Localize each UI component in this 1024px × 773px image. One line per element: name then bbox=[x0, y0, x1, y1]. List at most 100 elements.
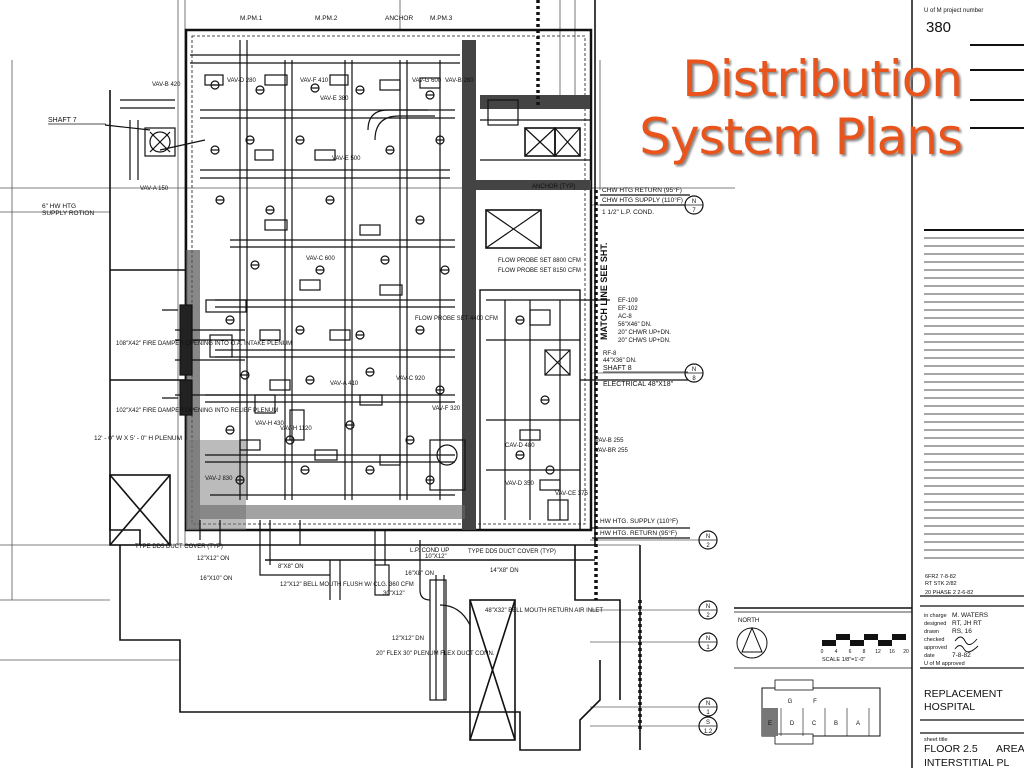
equip-label-7: 44"X36" DN. bbox=[603, 358, 637, 364]
vav-label-12: VAV-F 320 bbox=[432, 406, 461, 412]
duct-run bbox=[374, 115, 435, 141]
key-plan-area-label: A bbox=[856, 721, 860, 727]
in-charge-value: M. WATERS bbox=[952, 612, 989, 619]
drawn-label: drawn bbox=[924, 629, 939, 635]
floor-value: FLOOR 2.5 bbox=[924, 743, 978, 755]
project-number: 380 bbox=[926, 19, 951, 36]
match-line-label: MATCH LINE SEE SHT. bbox=[599, 243, 609, 340]
duct-conn-label: 20" FLEX 30" PLENUM FLEX DUCT CONN. bbox=[376, 651, 495, 657]
scale-tick-label: 20 bbox=[903, 649, 909, 655]
vav-box bbox=[419, 77, 441, 89]
duct-size-3: 14"X8" DN bbox=[490, 568, 519, 574]
scale-bar-segment bbox=[864, 634, 878, 640]
vav-label-2: VAV-F 410 bbox=[300, 78, 329, 84]
duct-run bbox=[200, 109, 455, 119]
scale-tick-label: 6 bbox=[849, 649, 852, 655]
slide-title-line1: Distribution bbox=[682, 50, 963, 108]
duct-run bbox=[129, 120, 139, 180]
vav-box bbox=[359, 224, 381, 236]
top-label-2: M.PM.2 bbox=[315, 15, 338, 22]
grid-marker-top: N bbox=[706, 604, 710, 610]
key-plan-area-label: D bbox=[790, 721, 795, 727]
project-name-line2: HOSPITAL bbox=[924, 701, 975, 713]
plan-annotations: M.PM.1 M.PM.2 ANCHOR M.PM.3 SHAFT 7 6" H… bbox=[42, 15, 688, 657]
vav-label-19: CAV-D 480 bbox=[505, 443, 535, 449]
key-plan-area-label: G bbox=[788, 699, 793, 705]
key-plan-area-label: E bbox=[768, 721, 772, 727]
grid-marker-top: N bbox=[692, 367, 696, 373]
scale-bar-segment bbox=[892, 634, 906, 640]
revision-line-0: 6FR2 7-8-82 bbox=[925, 574, 956, 580]
date-value: 7-8-82 bbox=[952, 652, 971, 659]
duct-size-4: 12"X12" DN bbox=[392, 636, 424, 642]
duct-run bbox=[230, 239, 455, 248]
vav-label-6: VAV-E 500 bbox=[332, 156, 361, 162]
flow-probe-1: FLOW PROBE SET 8150 CFM bbox=[498, 268, 581, 274]
grid-marker-top: N bbox=[692, 199, 696, 205]
duct-run bbox=[329, 560, 341, 600]
duct-run bbox=[239, 40, 248, 500]
key-plan-area-label: C bbox=[812, 721, 817, 727]
scale-bar-segment bbox=[850, 640, 864, 646]
scale-bar-segment bbox=[822, 640, 836, 646]
top-label-4: M.PM.3 bbox=[430, 15, 453, 22]
grid-marker-number: 1 bbox=[706, 645, 710, 651]
scale-tick-label: 8 bbox=[863, 649, 866, 655]
equip-label-1: EF-102 bbox=[618, 306, 638, 312]
duct-run bbox=[284, 60, 293, 500]
sheet-title-label: sheet title bbox=[924, 737, 948, 743]
top-label-3: ANCHOR bbox=[385, 15, 413, 22]
flow-probe-0: FLOW PROBE SET 8800 CFM bbox=[498, 258, 581, 264]
vav-label-17: VAV-CE 375 bbox=[555, 491, 588, 497]
duct-run bbox=[215, 349, 455, 358]
oh-plenum-label: 12' - 0" W X 5' - 0" H PLENUM bbox=[94, 435, 182, 442]
vav-box bbox=[254, 149, 274, 161]
date-label: date bbox=[924, 653, 935, 659]
duct-run bbox=[504, 300, 561, 520]
approved-label: approved bbox=[924, 645, 947, 651]
duct-run bbox=[399, 60, 408, 500]
grid-marker-number: 8 bbox=[692, 376, 696, 382]
shaft-8-label: SHAFT 8 bbox=[603, 365, 632, 372]
duct-run bbox=[344, 60, 353, 500]
vav-box bbox=[299, 279, 321, 291]
relief-damper-label: 102"X42" FIRE DAMPER OPENING INTO RELIEF… bbox=[116, 408, 278, 414]
um-approved-label: U of M approved bbox=[924, 661, 965, 667]
duct-size-5: 16"X8" ON bbox=[405, 571, 434, 577]
duct-size-1: 16"X10" ON bbox=[200, 576, 232, 582]
revision-line-1: RT STK 2/82 bbox=[925, 581, 957, 587]
vav-box bbox=[264, 74, 288, 86]
duct-run bbox=[120, 99, 175, 109]
duct-run bbox=[205, 394, 455, 403]
checked-signature bbox=[954, 636, 978, 645]
vav-box bbox=[329, 329, 351, 341]
vav-box bbox=[239, 439, 261, 451]
north-arrow-icon bbox=[736, 626, 768, 659]
flow-probe-2: FLOW PROBE SET 4400 CFM bbox=[415, 316, 498, 322]
north-label: NORTH bbox=[738, 618, 759, 624]
vav-label-7: VAV-C 600 bbox=[306, 256, 335, 262]
grid-marker-number: 7 bbox=[692, 208, 696, 214]
lp-cond-up-label: L.P. COND UP bbox=[410, 548, 449, 554]
scale-tick-label: 12 bbox=[875, 649, 881, 655]
equip-label-3: 56"X46" DN. bbox=[618, 322, 652, 328]
ductwork-network bbox=[104, 40, 690, 700]
duct-run bbox=[435, 575, 445, 700]
duct-size-7: 10"X12" bbox=[425, 554, 447, 560]
scale-tick-label: 16 bbox=[889, 649, 895, 655]
grid-marker-number: 1 bbox=[706, 710, 710, 716]
shaft-7-label: SHAFT 7 bbox=[48, 117, 77, 124]
vav-label-9: VAV-H 430 bbox=[255, 421, 284, 427]
key-plan-area-label: F bbox=[813, 699, 817, 705]
dotted-boundary bbox=[536, 0, 642, 730]
vav-box bbox=[259, 329, 281, 341]
duct-run bbox=[199, 520, 301, 545]
equip-label-0: EF-109 bbox=[618, 298, 638, 304]
bell-mouth-label: 12"X12" BELL MOUTH FLUSH W/ CLG. 360 CFM bbox=[280, 582, 414, 588]
vav-label-8: VAV-A 150 bbox=[140, 186, 169, 192]
scale-bar-segment bbox=[836, 634, 850, 640]
